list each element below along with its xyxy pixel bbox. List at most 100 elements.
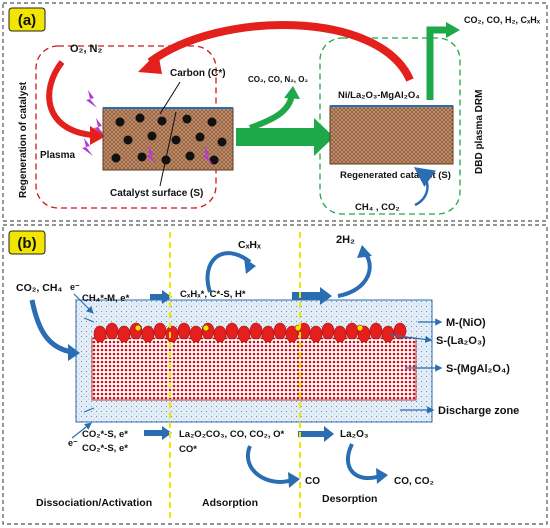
catalyst-label: Ni/La₂O₃-MgAl₂O₄ — [338, 90, 420, 101]
step-arrowhead-1 — [162, 290, 172, 304]
step-arrow-3 — [144, 430, 164, 436]
feed-arrow-a — [413, 167, 437, 207]
catalyst-surface-pointer — [159, 111, 177, 187]
carbon-particle — [157, 116, 167, 126]
co-co2-arrowhead — [376, 468, 388, 484]
carbon-particle — [207, 117, 217, 127]
electron-label-bottom: e⁻ — [68, 438, 78, 448]
products-label: CO₂, CO, H₂, CₓHₓ — [464, 15, 541, 25]
la2o3-particle — [165, 325, 179, 343]
electron-arrow-top — [73, 293, 94, 314]
panel-a-label-box — [8, 7, 46, 32]
feed-label-b: CO₂, CH₄ — [16, 282, 62, 294]
ch4-m-label: CH₄*-M, e* — [82, 293, 130, 304]
panel-b-label-box — [8, 230, 46, 255]
la2o3-particle — [117, 325, 131, 343]
carbon-particle — [195, 132, 205, 142]
la2o3-particle — [237, 325, 251, 343]
regen-gases-arrowhead — [284, 86, 300, 99]
h2-label: 2H₂ — [336, 234, 355, 246]
nio-site — [356, 324, 364, 332]
la2o3-particle — [393, 322, 407, 340]
panel-b: (b) CO₂, CH₄ e⁻ CH₄*-M, e* CₓHₓ*, C*-S, … — [2, 224, 548, 525]
la2o3-particle — [213, 325, 227, 343]
carbon-particle — [171, 135, 181, 145]
h2-arrowhead — [357, 245, 372, 258]
mgal2o4-support-layer — [91, 337, 417, 401]
cxhx-arrow — [205, 251, 252, 293]
la2o3-particle — [93, 325, 107, 343]
la2o3-particle — [225, 322, 239, 340]
step-arrow-4 — [298, 431, 326, 437]
carbon-particle — [209, 155, 219, 165]
co-star-label: CO* — [179, 444, 197, 455]
carbon-particle — [135, 113, 145, 123]
panel-a-frame — [2, 2, 548, 222]
products-arrowhead — [446, 22, 460, 38]
nio-site — [134, 324, 142, 332]
step-arrow-1 — [150, 294, 164, 300]
electron-tick — [83, 407, 95, 413]
stage-dissociation-label: Dissociation/Activation — [36, 497, 152, 509]
la2o3-particle — [261, 325, 275, 343]
regeneration-loop — [35, 45, 217, 209]
co-co2-arrow — [345, 443, 381, 480]
s-la2o3-label: S-(La₂O₃) — [436, 335, 486, 347]
o2-n2-arrow — [46, 60, 93, 138]
step-arrowhead-4 — [324, 426, 334, 442]
regenerated-label: Regenerated catalyst (S) — [340, 170, 451, 181]
discharge-label: Discharge zone — [438, 405, 519, 417]
carbon-particle — [182, 114, 192, 124]
carbon-particle — [217, 137, 227, 147]
co-arrowhead — [288, 472, 300, 488]
carbon-pointer — [159, 81, 181, 115]
la2o3-pointer — [389, 334, 433, 343]
panel-b-label: (b) — [17, 235, 36, 252]
o2-n2-label: O₂, N₂ — [70, 43, 103, 55]
carbon-particle — [137, 152, 147, 162]
o2-n2-arrowhead — [90, 126, 106, 145]
la2o3-particle — [285, 325, 299, 343]
la2o3-particle — [309, 325, 323, 343]
carbon-deposits — [111, 113, 227, 165]
carbon-particle — [111, 153, 121, 163]
la2o3-particle — [345, 322, 359, 340]
main-transfer-arrow — [236, 128, 316, 146]
feed-label-a: CH₄ , CO₂ — [355, 202, 400, 213]
cxhx-arrowhead — [244, 258, 256, 274]
catalyst-surface-label: Catalyst surface (S) — [110, 188, 203, 199]
regenerated-catalyst-block — [329, 105, 454, 165]
panel-a: (a) Regeneration of catalyst DBD plasma … — [2, 2, 548, 222]
co-arrow — [246, 445, 293, 484]
main-transfer-arrowhead — [314, 118, 334, 156]
s-mgal2o4-label: S-(MgAl₂O₄) — [446, 363, 510, 375]
electron-label-top: e⁻ — [70, 282, 80, 292]
electron-tick — [83, 317, 95, 323]
regeneration-return-arrow — [147, 21, 414, 82]
m-nio-label: M-(NiO) — [446, 317, 486, 329]
panel-a-label: (a) — [18, 12, 36, 29]
co-co2-label: CO, CO₂ — [394, 476, 434, 487]
la2o3-label: La₂O₃ — [340, 429, 369, 440]
la2o3-particle — [141, 325, 155, 343]
co2-s-label-1: CO₂*-S, e* — [82, 429, 128, 440]
la2o3-particle — [369, 322, 383, 340]
nio-site — [202, 324, 210, 332]
electron-arrow-bottom — [71, 422, 92, 439]
step-arrowhead-3 — [162, 426, 172, 440]
stage-desorption-label: Desorption — [322, 493, 377, 505]
la2o3-particle — [153, 322, 167, 340]
la2o3-particle — [273, 322, 287, 340]
la2o3-particles — [93, 322, 407, 343]
la2o3-particle — [105, 322, 119, 340]
regeneration-return-arrowhead — [138, 52, 162, 74]
carbon-particle — [185, 151, 195, 161]
regeneration-side-label: Regeneration of catalyst — [18, 81, 29, 198]
carbon-particle — [123, 135, 133, 145]
step-arrowhead-2 — [320, 287, 332, 305]
co2-s-label-2: CO₂*-S, e* — [82, 443, 128, 454]
la2o3-particle — [249, 322, 263, 340]
feed-arrow-b — [29, 299, 73, 355]
